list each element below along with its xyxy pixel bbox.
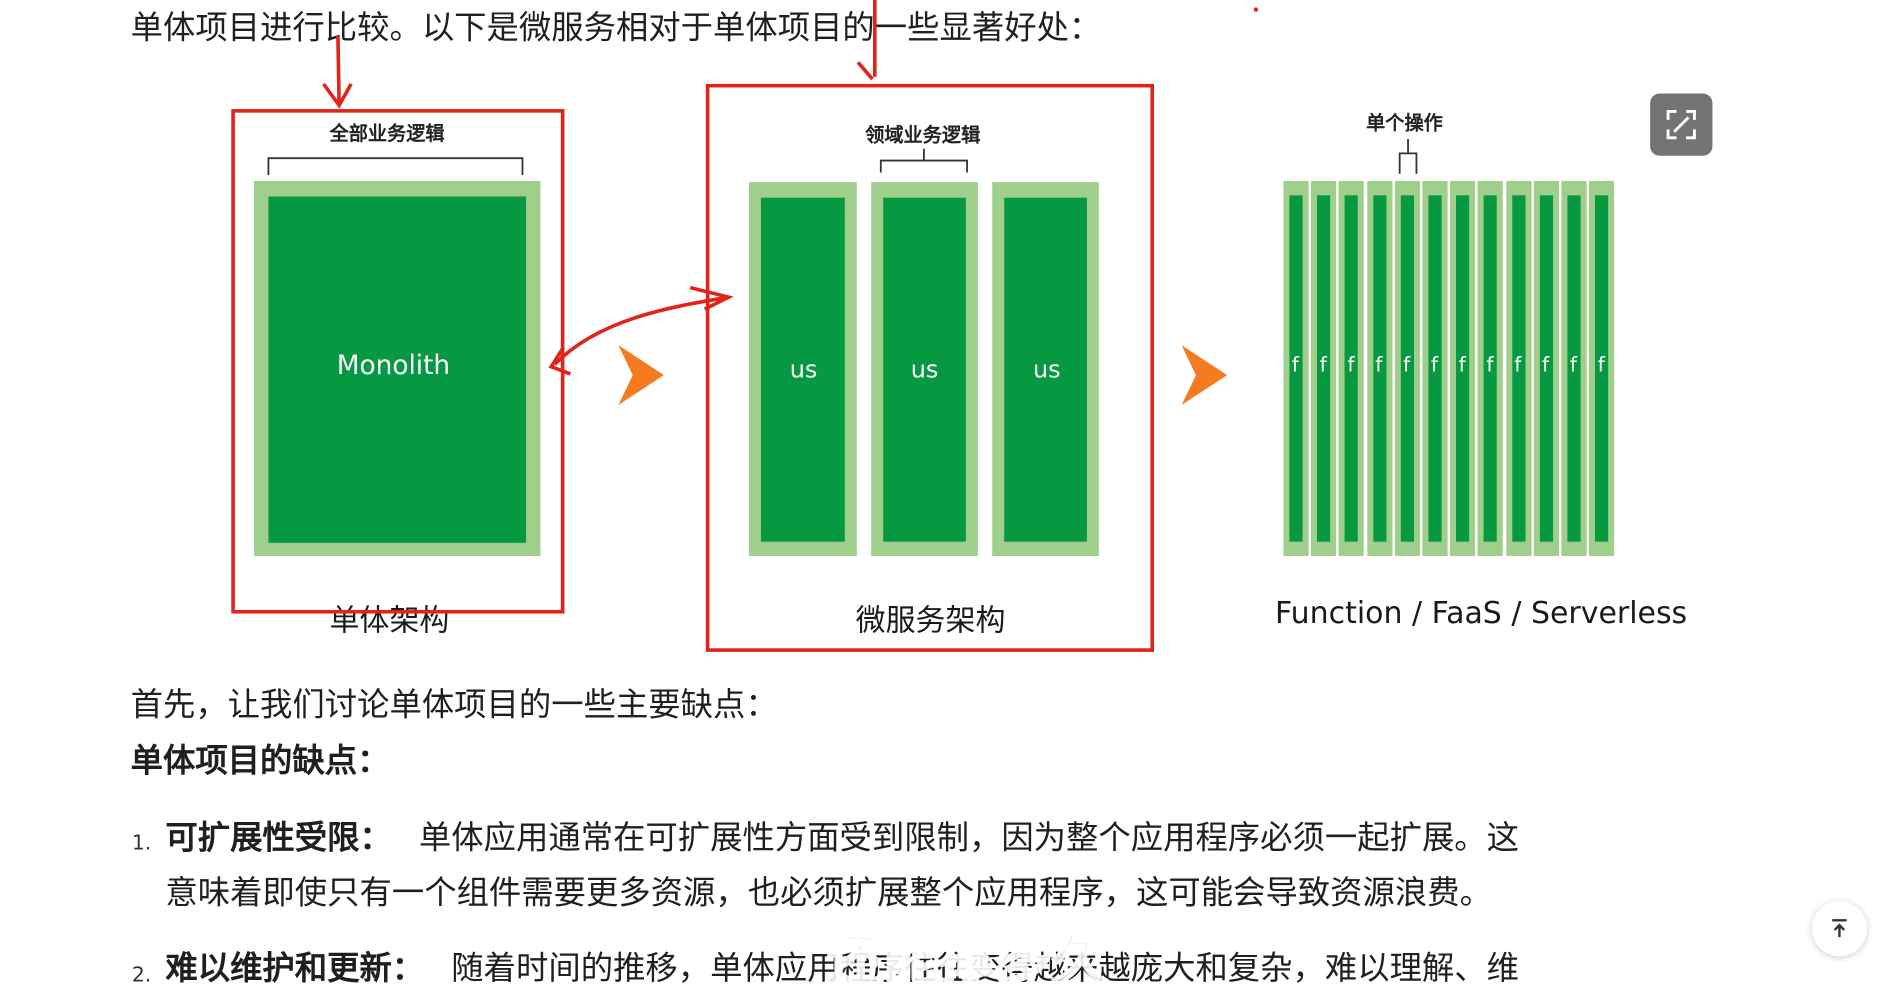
function-block [1456,195,1470,542]
monolith-label: Monolith [336,351,451,382]
expand-image-button[interactable] [1650,93,1713,156]
microservices-brace [879,148,968,173]
serverless-brace [1398,139,1418,174]
disadvantages-intro: 首先，让我们讨论单体项目的一些主要缺点： [130,686,778,724]
function-block [1567,195,1581,542]
service-block [1004,197,1087,542]
function-block [1428,195,1442,542]
disadvantages-heading: 单体项目的缺点： [130,742,390,781]
list-item-number: 1. [131,831,152,856]
function-label: f [1291,353,1300,378]
list-item-line: 意味着即使只有一个组件需要更多资源，也必须扩展整个应用程序，这可能会导致资源浪费… [165,874,1492,912]
list-item-title: 可扩展性受限： [165,819,392,857]
function-label: f [1347,353,1355,378]
service-block [760,197,845,542]
annotation-box-monolith [231,109,565,614]
list-item-title: 难以维护和更新： [165,950,425,988]
function-label: f [1403,353,1411,378]
service-block [883,197,966,542]
monolith-inner-block [268,196,527,543]
function-label: f [1486,353,1494,378]
monolith-top-label: 全部业务逻辑 [329,122,445,145]
function-label: f [1430,353,1439,378]
function-block [1400,195,1414,542]
list-item-body: 随着时间的推移，单体应用程序往往变得越来越庞大和复杂，难以理解、维 [451,950,1520,988]
back-to-top-icon [1832,919,1847,938]
function-block [1484,195,1498,542]
monolith-caption: 单体架构 [329,602,450,638]
intro-line: 单体项目进行比较。以下是微服务相对于单体项目的一些显著好处： [130,9,1102,47]
function-block [1372,195,1386,542]
annotation-strokes [322,0,1259,376]
microservices-caption: 微服务架构 [855,602,1006,638]
function-block [1511,195,1526,542]
serverless-caption: Function / FaaS / Serverless [1275,595,1688,631]
orange-arrow-icon [1181,345,1228,406]
list-item-line: 可扩展性受限： 单体应用通常在可扩展性方面受到限制，因为整个应用程序必须一起扩展… [165,811,1519,866]
function-block [1289,195,1303,542]
list-item-number: 2. [131,963,152,988]
function-block [1539,195,1553,542]
function-label: f [1319,353,1327,378]
function-label: f [1514,353,1522,378]
service-label: us [1032,354,1061,384]
serverless-top-label: 单个操作 [1366,111,1443,135]
list-item-line: 难以维护和更新： 随着时间的推移，单体应用程序往往变得越来越庞大和复杂，难以理解… [165,942,1519,997]
function-label: f [1597,353,1605,378]
microservices-top-label: 领域业务逻辑 [865,123,981,147]
function-block [1317,195,1331,542]
service-label: us [789,354,818,384]
function-block [1595,195,1609,542]
back-to-top-button[interactable] [1811,901,1868,957]
annotation-box-microservices [705,83,1155,652]
function-label: f [1375,353,1383,378]
list-item-body: 单体应用通常在可扩展性方面受到限制，因为整个应用程序必须一起扩展。这 [418,819,1520,857]
function-label: f [1542,353,1550,378]
function-block [1345,195,1359,542]
subtitle-overlay: 还能撑多久 [826,926,1109,993]
function-label: f [1458,353,1466,378]
monolith-brace [267,157,524,175]
expand-icon [1666,110,1696,140]
function-label: f [1569,353,1578,378]
service-label: us [910,354,939,384]
orange-arrow-icon [618,345,664,406]
